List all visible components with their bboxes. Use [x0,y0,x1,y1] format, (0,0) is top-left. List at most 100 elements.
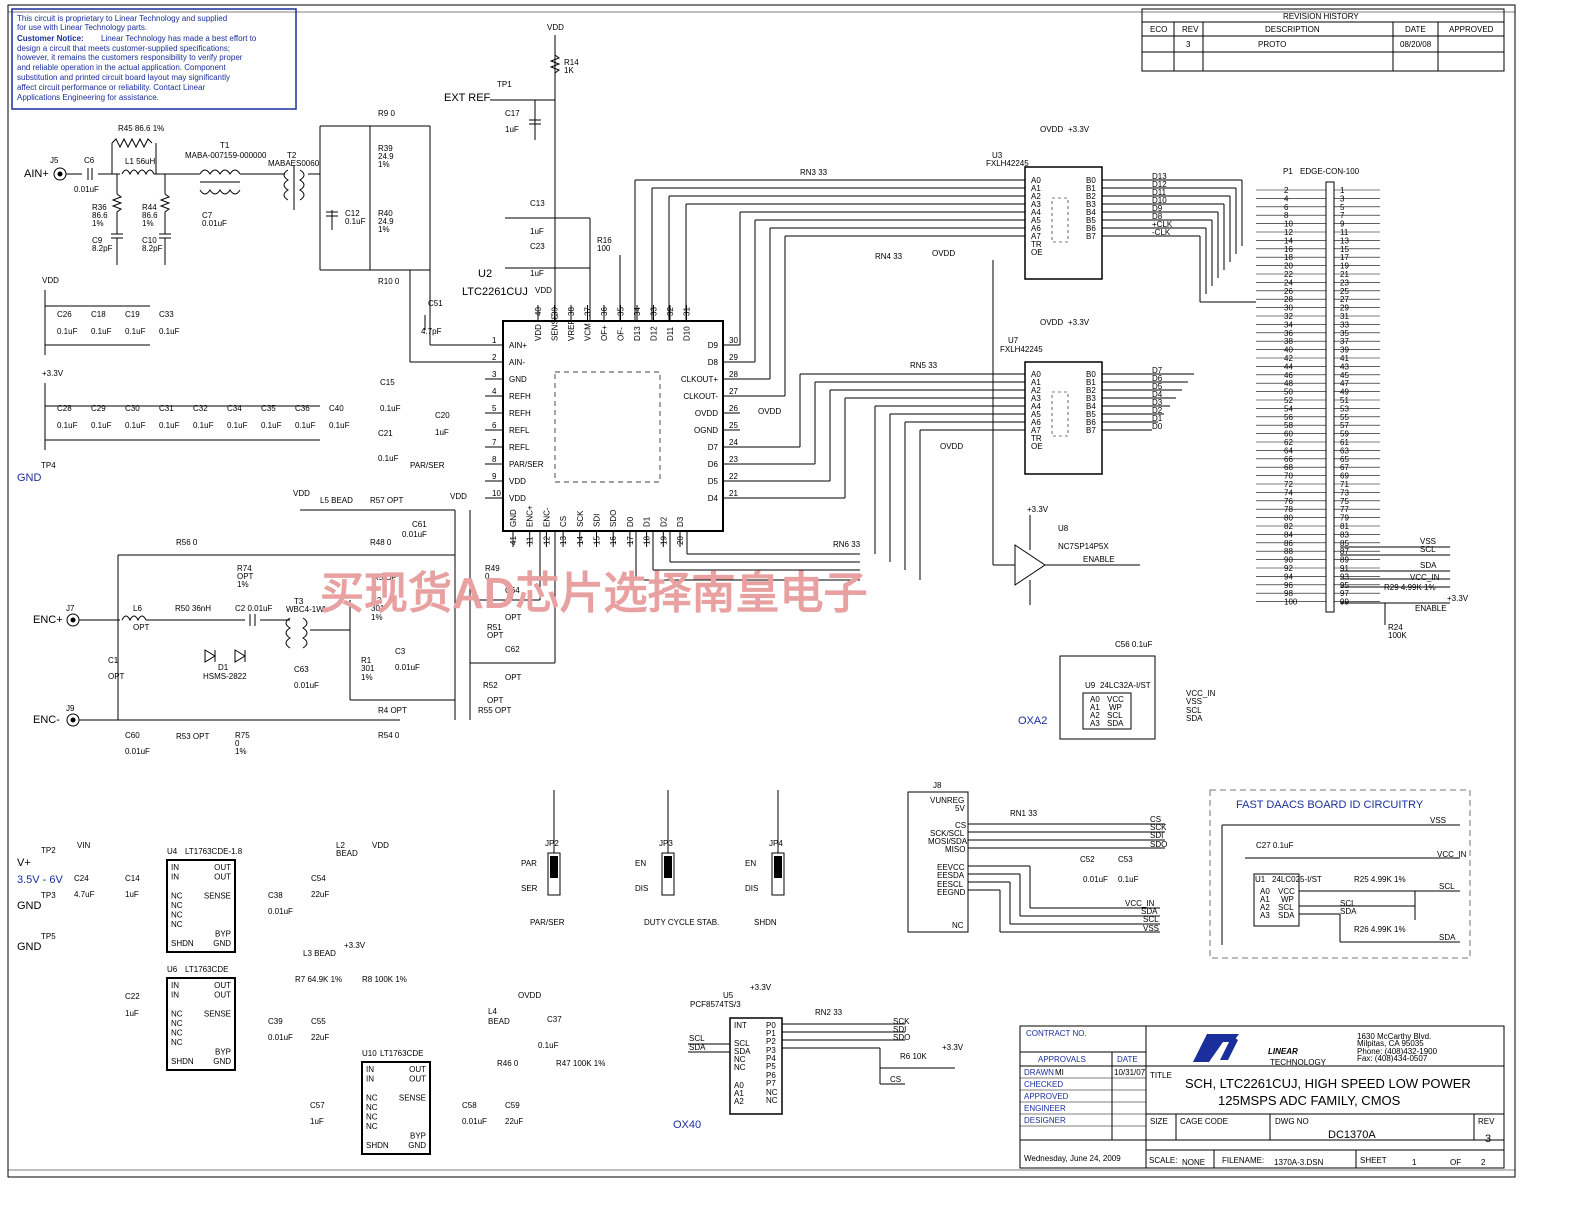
svg-text:0.01uF: 0.01uF [294,681,319,690]
svg-text:0.01uF: 0.01uF [395,663,420,672]
svg-text:5V: 5V [955,804,965,813]
t2-part: MABAES0060 [268,159,320,168]
tb-of-label: OF [1450,1158,1461,1167]
p1-pin-num: 64 [1284,446,1293,455]
u2-left-pin-label: VDD [509,494,526,503]
u2-right-pin-num: 28 [729,370,738,379]
resistor-networks: RN3 33 RN4 33 RN5 33 RN6 33 RN1 33 RN2 3… [800,168,1038,1017]
buffer-pin-label: A1 [1031,378,1041,387]
svg-text:A2: A2 [734,1097,744,1106]
buffer-pin-label: B5 [1086,410,1096,419]
p1-pin-num: 7 [1340,211,1345,220]
ox40-label: OX40 [673,1119,701,1131]
jumper-caption: PAR/SER [530,918,565,927]
regulator-pin: NC [171,1010,183,1019]
svg-text:R52: R52 [483,681,498,690]
sheet-frame [7,4,1516,1178]
u1-part: 24LC025-I/ST [1272,875,1322,884]
output-bus-wires [1102,179,1256,431]
regulator-pin: SENSE [204,1010,231,1019]
svg-text:OPT: OPT [487,631,504,640]
svg-text:C29: C29 [91,404,106,413]
u2-right-pin-label: D8 [708,358,719,367]
svg-text:0.1uF: 0.1uF [261,421,282,430]
buffer-pin-label: TR [1031,434,1042,443]
u2-left-pin-num: 10 [492,489,501,498]
buffer-pin-label: OE [1031,442,1043,451]
fast-daacs-box: FAST DAACS BOARD ID CIRCUITRY U1 24LC025… [1209,789,1471,959]
u2-bottom-pin-num: 12 [542,536,551,545]
svg-text:C38: C38 [268,891,283,900]
u2-top-pin-num: 36 [600,307,609,316]
u2-left-pin-label: REFH [509,409,531,418]
svg-text:22uF: 22uF [505,1117,523,1126]
tb-sheet: 1 [1412,1158,1417,1167]
p1-pin-num: 28 [1284,295,1293,304]
p1-pin-num: 37 [1340,337,1349,346]
p1-bottom-signals [1340,546,1450,625]
svg-text:C27 0.1uF: C27 0.1uF [1256,841,1293,850]
tb-drawn-by: MI [1055,1068,1064,1077]
svg-text:C2 0.01uF: C2 0.01uF [235,604,272,613]
v33-label-u7: +3.3V [1068,318,1090,327]
svg-text:0.01uF: 0.01uF [202,219,227,228]
svg-text:C52: C52 [1080,855,1095,864]
tb-scale: NONE [1182,1158,1205,1167]
logo-linear: LINEAR [1268,1047,1298,1056]
u7-output-label: D1 [1152,414,1163,423]
u2-right-pin-num: 21 [729,489,738,498]
u9-vss: VSS [1186,697,1202,706]
svg-text:R40: R40 [378,209,393,218]
p1-pin-num: 2 [1284,186,1289,195]
u5-cs: CS [890,1075,901,1084]
svg-text:C10: C10 [142,236,157,245]
svg-text:0.1uF: 0.1uF [378,454,399,463]
p1-vcc-in: VCC_IN [1410,573,1440,582]
p1-pin-num: 70 [1284,472,1293,481]
u2-bottom-pin-label: SDO [609,510,618,527]
p1-pin-num: 12 [1284,228,1293,237]
ovdd-label-l4: OVDD [518,991,541,1000]
svg-text:0.01uF: 0.01uF [74,185,99,194]
svg-text:C64: C64 [505,586,520,595]
svg-text:RN4 33: RN4 33 [875,252,903,261]
svg-text:A2: A2 [1260,903,1270,912]
vdd-label-l2: VDD [372,841,389,850]
svg-text:C17: C17 [505,109,520,118]
notice-line4: design a circuit that meets customer-sup… [17,44,230,53]
u3-output-label: D10 [1152,196,1167,205]
svg-text:R4 OPT: R4 OPT [378,706,407,715]
svg-text:OPT: OPT [133,623,150,632]
j8-wires [968,823,1165,933]
p1-pin-num: 5 [1340,203,1345,212]
svg-text:NC: NC [766,1088,778,1097]
p1-pin-num: 75 [1340,497,1349,506]
u2-right-pin-label: D9 [708,341,719,350]
u2-bottom-pin-label: D2 [659,516,668,527]
p1-pin-num: 88 [1284,547,1293,556]
svg-text:0: 0 [485,572,490,581]
regulator-part: LT1763CDE [380,1049,423,1058]
d1-ref: D1 [218,663,229,672]
buffer-pin-label: B7 [1086,232,1096,241]
u2-left-pin-num: 8 [492,455,497,464]
svg-text:P5: P5 [766,1062,776,1071]
svg-text:EESCL: EESCL [937,880,964,889]
data-bus-wires [634,179,1025,581]
svg-text:SDA: SDA [734,1047,751,1056]
u2-top-pin-label: D13 [633,326,642,341]
p1-pin-num: 22 [1284,270,1293,279]
svg-text:A0: A0 [1090,695,1100,704]
svg-text:TP1: TP1 [497,80,512,89]
svg-text:P3: P3 [766,1046,776,1055]
buffer-pin-label: B6 [1086,418,1096,427]
svg-text:C24: C24 [74,874,89,883]
rev-col-eco: ECO [1150,25,1167,34]
svg-text:C36: C36 [295,404,310,413]
ovdd-label-u7: OVDD [1040,318,1063,327]
u2-bottom-pin-num: 20 [676,536,685,545]
notice-line1: This circuit is proprietary to Linear Te… [17,14,227,23]
notice-line7: substitution and printed circuit board l… [17,73,230,82]
svg-text:R55 OPT: R55 OPT [478,706,511,715]
p1-pin-num: 95 [1340,581,1349,590]
